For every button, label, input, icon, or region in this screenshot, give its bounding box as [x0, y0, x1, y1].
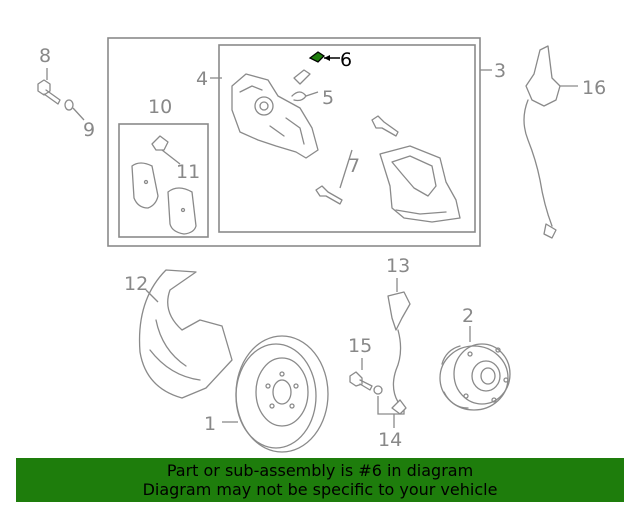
splash-shield-12: 12 — [124, 269, 233, 399]
parts-diagram: 8 9 10 11 4 5 6 — [37, 37, 606, 453]
brake-pads-10: 10 — [131, 96, 197, 235]
callout-2: 2 — [462, 305, 474, 327]
callout-1: 1 — [204, 413, 216, 435]
callout-6: 6 — [340, 49, 352, 71]
callout-9: 9 — [83, 119, 95, 141]
clips-14: 14 — [373, 385, 407, 451]
callout-7: 7 — [348, 155, 360, 177]
callout-15: 15 — [348, 335, 372, 357]
pad-box-10 — [118, 123, 209, 238]
caliper-box-4 — [218, 44, 476, 233]
banner-line-1: Part or sub-assembly is #6 in diagram — [166, 461, 474, 480]
info-banner: Part or sub-assembly is #6 in diagram Di… — [16, 458, 624, 502]
guide-bolts-7: 7 — [315, 115, 399, 205]
bolt-8: 8 — [37, 45, 61, 105]
banner-line-2: Diagram may not be specific to your vehi… — [142, 480, 498, 499]
callout-16: 16 — [582, 77, 606, 99]
abs-sensor-16: 16 — [523, 45, 606, 239]
callout-11: 11 — [176, 161, 200, 183]
callout-14: 14 — [378, 429, 402, 451]
wheel-hub-2: 2 — [439, 305, 511, 411]
callout-4: 4 — [196, 68, 208, 90]
bracket-13: 13 — [386, 255, 411, 403]
bolt-15: 15 — [348, 335, 373, 391]
callout-5: 5 — [322, 87, 334, 109]
brake-rotor-1: 1 — [204, 335, 329, 453]
callout-3: 3 — [494, 60, 506, 82]
caliper-4: 4 — [196, 68, 319, 159]
callout-10: 10 — [148, 96, 172, 118]
bleeder-5: 5 — [291, 69, 334, 109]
pad-clip-11: 11 — [151, 135, 200, 183]
caliper-bracket — [379, 145, 461, 223]
cap-6: 6 — [308, 49, 352, 71]
callout-13: 13 — [386, 255, 410, 277]
washer-9: 9 — [64, 99, 95, 141]
callout-8: 8 — [39, 45, 51, 67]
assembly-box-3 — [107, 37, 481, 247]
callout-12: 12 — [124, 273, 148, 295]
